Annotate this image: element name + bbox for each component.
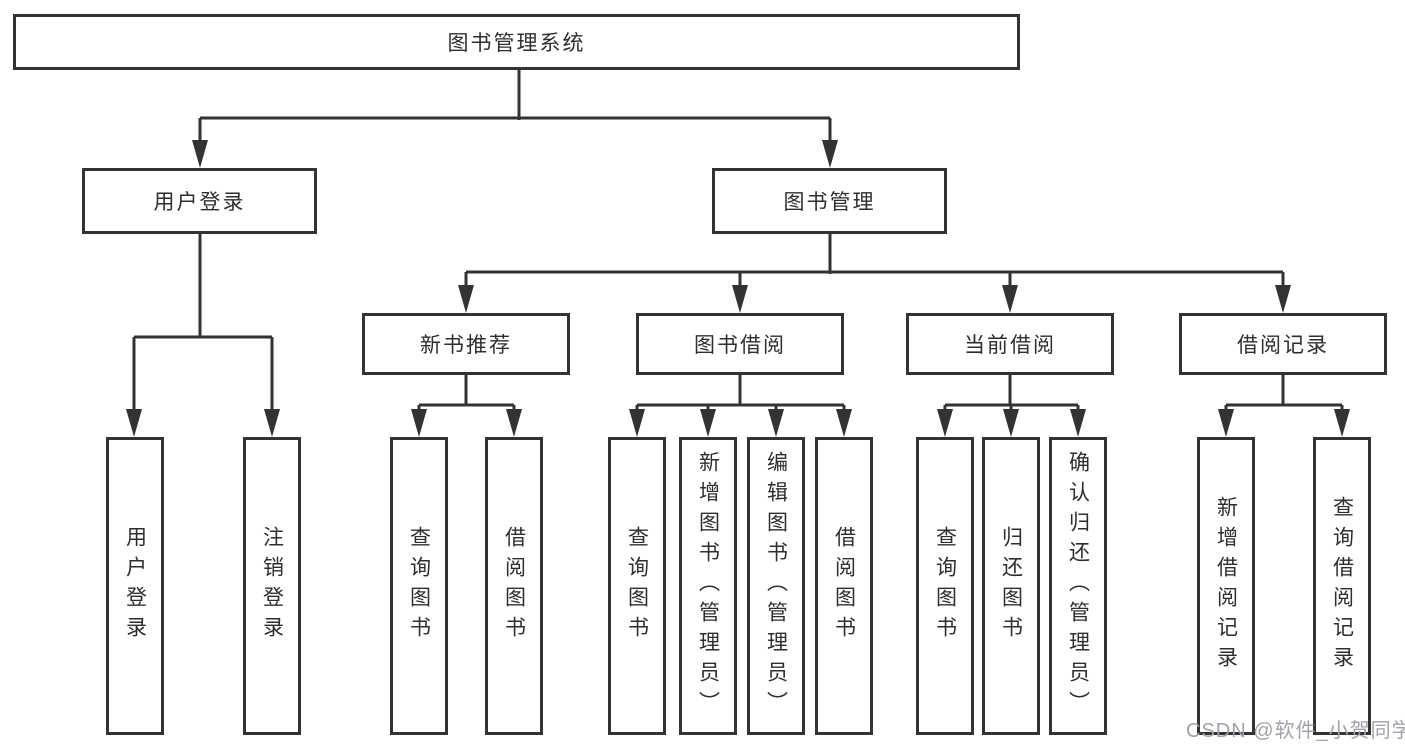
leaf-user-login: 用户登录 (106, 437, 164, 735)
leaf-logout: 注销登录 (243, 437, 301, 735)
node-label: 注销登录 (260, 526, 284, 646)
node-label: 查询借阅记录 (1330, 496, 1354, 676)
node-label: 查询图书 (933, 526, 957, 646)
leaf-confirm-return-admin: 确认归还（管理员） (1049, 437, 1107, 735)
leaf-query-borrow-record: 查询借阅记录 (1313, 437, 1371, 735)
tree-edges (132, 70, 1344, 412)
csdn-watermark: CSDN @软件_小贺同学 (1186, 720, 1405, 742)
node-label: 编辑图书（管理员） (764, 451, 788, 721)
node-label: 新增图书（管理员） (696, 451, 720, 721)
node-label: 确认归还（管理员） (1066, 451, 1090, 721)
leaf-edit-books-admin: 编辑图书（管理员） (747, 437, 805, 735)
node-current-borrowing: 当前借阅 (906, 313, 1114, 375)
leaf-return-books: 归还图书 (982, 437, 1040, 735)
node-label: 借阅图书 (832, 526, 856, 646)
node-label: 新书推荐 (420, 334, 512, 357)
node-new-book-recommendation: 新书推荐 (362, 313, 570, 375)
node-label: 用户登录 (153, 191, 246, 214)
leaf-borrow-books: 借阅图书 (815, 437, 873, 735)
arrowheads (126, 140, 1350, 437)
node-label: 图书管理系统 (447, 32, 586, 55)
node-book-borrowing: 图书借阅 (636, 313, 844, 375)
leaf-query-books-recommend: 查询图书 (390, 437, 448, 735)
leaf-add-books-admin: 新增图书（管理员） (679, 437, 737, 735)
node-label: 用户登录 (123, 526, 147, 646)
leaf-add-borrow-record: 新增借阅记录 (1197, 437, 1255, 735)
node-label: 图书管理 (783, 191, 876, 214)
node-user-login: 用户登录 (82, 168, 317, 234)
node-borrowing-records: 借阅记录 (1179, 313, 1387, 375)
node-label: 当前借阅 (964, 334, 1056, 357)
node-label: 归还图书 (999, 526, 1023, 646)
node-book-management: 图书管理 (712, 168, 947, 234)
node-label: 图书借阅 (694, 334, 786, 357)
node-label: 查询图书 (625, 526, 649, 646)
node-label: 新增借阅记录 (1214, 496, 1238, 676)
leaf-query-books-current: 查询图书 (916, 437, 974, 735)
leaf-borrow-books-recommend: 借阅图书 (485, 437, 543, 735)
node-library-system: 图书管理系统 (13, 14, 1020, 70)
leaf-query-books-borrow: 查询图书 (608, 437, 666, 735)
node-label: 借阅记录 (1237, 334, 1329, 357)
node-label: 借阅图书 (502, 526, 526, 646)
node-label: 查询图书 (407, 526, 431, 646)
